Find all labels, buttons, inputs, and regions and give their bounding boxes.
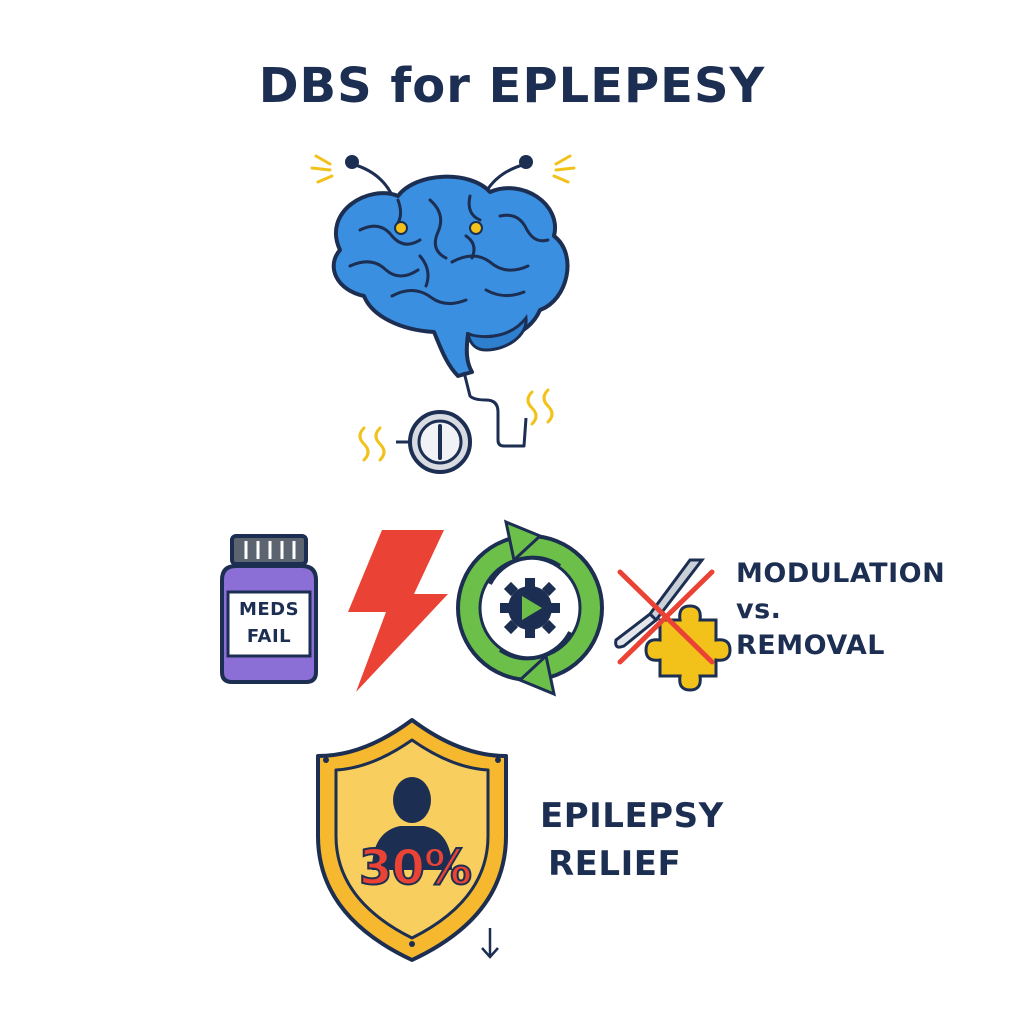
modulation-line1: MODULATION [736,558,946,589]
meds-label-line1: MEDS [238,599,300,620]
epilepsy-relief-label: EPILEPSY RELIEF [540,792,724,888]
modulation-line3: REMOVAL [736,630,885,661]
page-title: DBS for EPLEPESY [258,58,766,114]
puzzle-piece-icon [644,604,732,692]
modulation-vs-removal-label: MODULATION vs. REMOVAL [736,556,945,664]
modulation-line2: vs. [736,594,782,625]
meds-label-line2: FAIL [246,626,292,647]
relief-line1: EPILEPSY [540,796,724,836]
percent-badge: 30% [358,839,473,897]
relief-line2: RELIEF [548,844,682,884]
meds-label: MEDS FAIL [228,596,310,650]
spark-left-icon [310,154,334,184]
spark-right-icon [552,154,576,184]
